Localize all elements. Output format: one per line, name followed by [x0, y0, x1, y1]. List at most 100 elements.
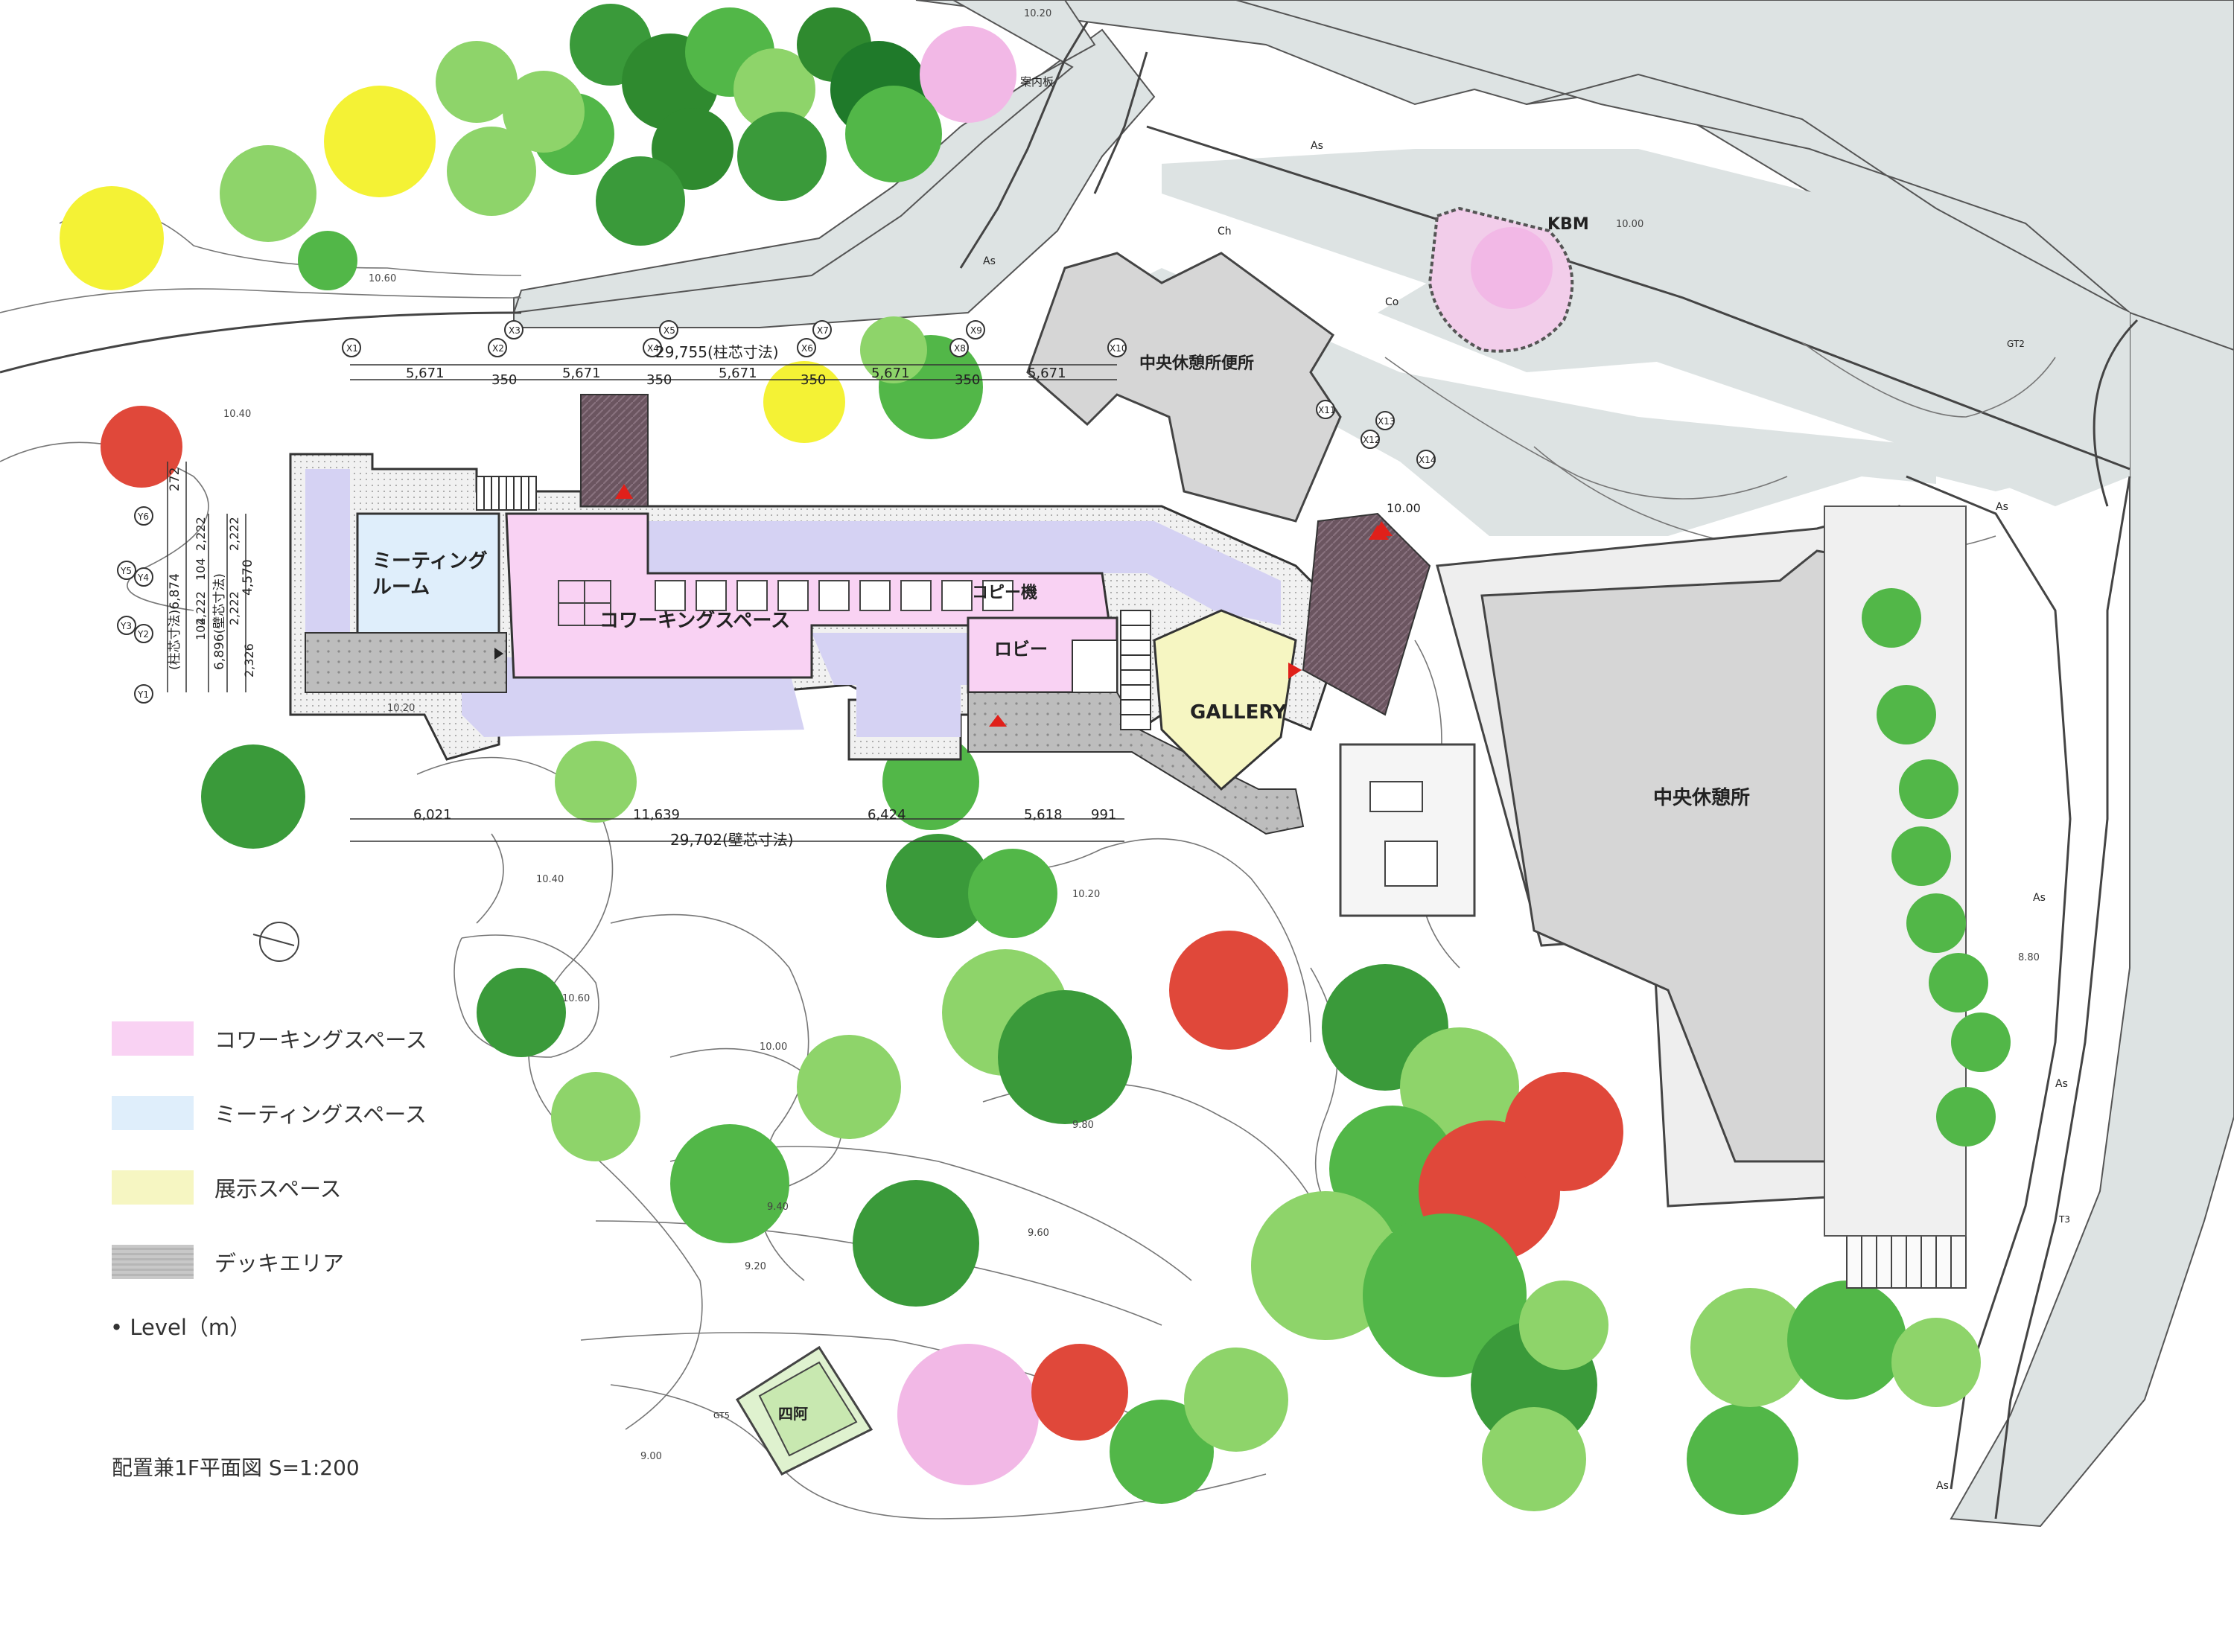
grid-x7: X7: [817, 325, 829, 336]
dim-bottom-5: 991: [1091, 807, 1116, 823]
dim-left-col-c: 4,570: [241, 559, 255, 596]
dim-bottom-2: 11,639: [633, 807, 680, 823]
main-building: [289, 394, 1431, 835]
grid-axis-y: [117, 506, 153, 704]
grid-y5: Y5: [120, 566, 132, 576]
dim-left-4: 104: [194, 617, 208, 640]
grid-x4: X4: [647, 343, 659, 354]
grid-x1: X1: [346, 343, 358, 354]
dim-left-7: 2,326: [242, 643, 256, 677]
toilet-building-label: 中央休憩所便所: [1139, 354, 1254, 373]
dim-left-2: 104: [194, 558, 208, 581]
t3-label: T3: [2058, 1214, 2070, 1225]
co-label: Co: [1385, 296, 1398, 308]
level-4: 10.20: [387, 703, 415, 714]
as-label-1: As: [1311, 140, 1323, 152]
legend: コワーキングスペース ミーティングスペース 展示スペース デッキエリア: [112, 1016, 529, 1314]
grid-y6: Y6: [137, 511, 149, 522]
rest-building: [1339, 505, 1938, 1208]
as-label-2: As: [983, 255, 996, 267]
grid-axis-x: [342, 320, 1436, 469]
dim-top-4: 350: [646, 372, 672, 388]
grid-x11: X11: [1318, 405, 1336, 415]
grid-x12: X12: [1363, 435, 1381, 445]
level-15: 10.00: [1616, 219, 1643, 230]
level-14: 10.20: [1072, 889, 1100, 900]
grid-x8: X8: [954, 343, 966, 354]
entry-level-label: 10.00: [1387, 501, 1421, 515]
gt5-label: GT5: [713, 1411, 730, 1420]
legend-item-meeting: ミーティングスペース: [112, 1091, 529, 1135]
legend-item-deck: デッキエリア: [112, 1240, 529, 1284]
as-label-4: As: [2033, 892, 2046, 904]
lobby-label: ロビー: [994, 639, 1048, 660]
grid-x5: X5: [663, 325, 675, 336]
kbm-planter: [1428, 206, 1574, 353]
meeting-room-label-2: ルーム: [372, 576, 430, 599]
level-10: 9.00: [640, 1451, 662, 1462]
dim-top-total: 29,755(柱芯寸法): [655, 343, 779, 361]
dim-bottom-1: 6,021: [413, 807, 452, 823]
dim-bottom-4: 5,618: [1024, 807, 1063, 823]
dimension-lines: [167, 364, 1124, 842]
dim-top-1: 5,671: [406, 366, 445, 381]
level-5: 10.00: [760, 1042, 787, 1053]
grid-x6: X6: [801, 343, 813, 354]
legend-label-coworking: コワーキングスペース: [214, 1027, 427, 1053]
legend-label-exhibition: 展示スペース: [214, 1176, 342, 1202]
as-label-6: As: [1936, 1480, 1949, 1492]
dim-top-8: 350: [955, 372, 980, 388]
legend-item-coworking: コワーキングスペース: [112, 1016, 529, 1061]
level-11: 8.80: [2018, 952, 2040, 963]
level-1: 10.20: [1024, 8, 1051, 19]
pavilion-label: 四阿: [778, 1405, 808, 1423]
toilet-building: [1026, 252, 1342, 523]
rest-building-label: 中央休憩所: [1653, 786, 1750, 809]
meeting-room-label-1: ミーティング: [372, 550, 487, 573]
grid-x10: X10: [1110, 343, 1127, 354]
legend-label-meeting: ミーティングスペース: [214, 1102, 427, 1127]
dim-left-6: 2,222: [227, 591, 241, 625]
grid-x13: X13: [1378, 416, 1396, 427]
legend-swatch-coworking: [112, 1021, 194, 1056]
dim-left-top-small: 272: [168, 468, 182, 491]
level-2: 10.60: [369, 273, 396, 284]
grid-y4: Y4: [137, 573, 149, 583]
grid-y3: Y3: [120, 621, 132, 631]
grid-y2: Y2: [137, 629, 149, 640]
dim-bottom-total: 29,702(壁芯寸法): [670, 831, 794, 849]
ch-label: Ch: [1218, 226, 1232, 237]
as-label-5: As: [2055, 1078, 2068, 1090]
legend-swatch-deck: [112, 1245, 194, 1279]
gallery-label: GALLERY: [1190, 701, 1288, 724]
dim-left-3: 2,222: [194, 591, 208, 625]
pavilion: [735, 1345, 873, 1476]
dim-top-5: 5,671: [719, 366, 757, 381]
dim-left-col-b: 6,896(壁芯寸法): [212, 573, 227, 670]
level-9: 9.20: [745, 1261, 766, 1272]
dim-top-9: 5,671: [1028, 366, 1066, 381]
dim-top-3: 5,671: [562, 366, 601, 381]
level-13: 10.40: [536, 874, 564, 885]
level-note: • Level（m）: [110, 1315, 252, 1340]
legend-label-deck: デッキエリア: [214, 1251, 345, 1276]
dim-left-1: 2,222: [194, 517, 208, 551]
level-7: 9.60: [1028, 1228, 1049, 1239]
kbm-label: KBM: [1547, 215, 1589, 234]
level-6: 9.80: [1072, 1120, 1094, 1131]
retaining-wall-east: [1824, 506, 2011, 1237]
grid-x3: X3: [509, 325, 521, 336]
grid-y1: Y1: [137, 689, 149, 700]
level-8: 9.40: [767, 1202, 789, 1213]
notice-board-label: 案内板: [1020, 75, 1054, 89]
drawing-caption: 配置兼1F平面図 S=1:200: [112, 1455, 360, 1480]
trees: [60, 4, 1981, 1515]
grid-x14: X14: [1419, 455, 1436, 465]
as-label-3: As: [1996, 501, 2008, 513]
dim-left-col-a: (柱芯寸法)6,874: [168, 573, 182, 670]
legend-swatch-exhibition: [112, 1170, 194, 1205]
legend-item-exhibition: 展示スペース: [112, 1165, 529, 1210]
dim-top-7: 5,671: [871, 366, 910, 381]
